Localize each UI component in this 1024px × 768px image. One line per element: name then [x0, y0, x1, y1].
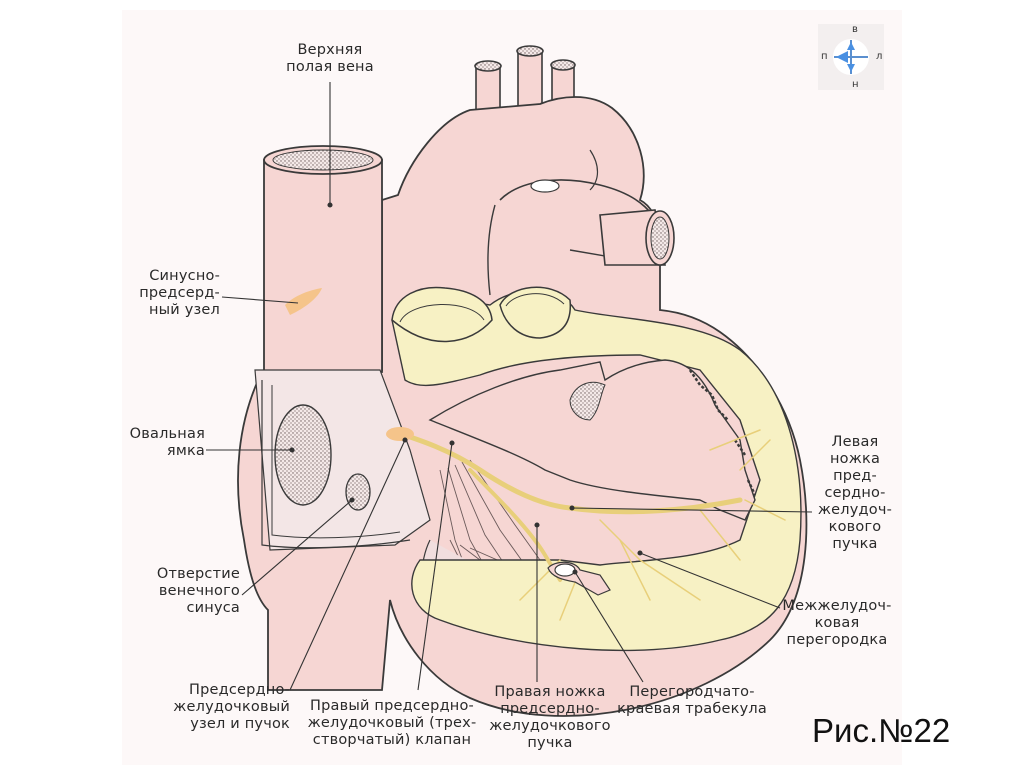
label-septomarginal-trabecula: Перегородчато- краевая трабекула	[617, 684, 767, 717]
label-tricuspid-valve: Правый предсердно- желудочковый (трех- с…	[307, 698, 477, 748]
label-sinoatrial-node: Синусно- предсерд- ный узел	[139, 268, 220, 318]
compass-top: в	[852, 24, 858, 35]
pulmonary-artery-section	[599, 209, 675, 266]
orientation-compass	[818, 24, 884, 90]
label-coronary-sinus-opening: Отверстие венечного синуса	[156, 566, 240, 616]
leader-lines	[206, 82, 813, 691]
label-left-bundle-branch: Левая ножка пред- сердно- желудоч- ковог…	[817, 434, 893, 552]
label-superior-vena-cava: Верхняя полая вена	[286, 42, 374, 75]
coronary-sinus-opening	[345, 473, 371, 511]
superior-vena-cava	[263, 145, 383, 373]
compass-bottom: н	[852, 79, 859, 90]
label-right-bundle-branch: Правая ножка предсердно- желудочкового п…	[489, 684, 611, 751]
label-interventricular-septum: Межжелудоч- ковая перегородка	[782, 598, 892, 648]
oval-fossa	[274, 404, 332, 506]
label-av-node-bundle: Предсердно- желудочковый узел и пучок	[173, 682, 290, 732]
interventricular-septum-yellow	[391, 289, 802, 652]
compass-left: п	[821, 51, 828, 62]
figure-caption: Рис.№22	[812, 712, 951, 749]
sinoatrial-node	[285, 288, 322, 315]
av-node	[386, 427, 414, 441]
aortic-valve-cusps	[391, 286, 572, 343]
label-oval-fossa: Овальная ямка	[129, 426, 205, 459]
compass-right: л	[876, 51, 883, 62]
left-ventricle-cavity	[428, 359, 756, 521]
